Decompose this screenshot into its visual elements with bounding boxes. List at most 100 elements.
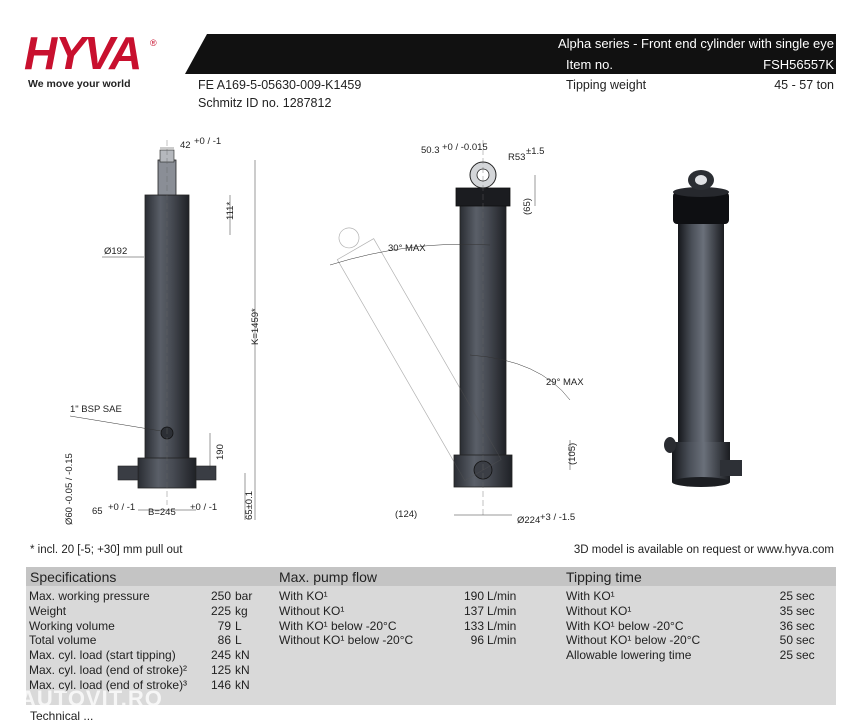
spec-label: Max. cyl. load (end of stroke)³	[29, 677, 188, 692]
dim-diameter: Ø192	[104, 246, 127, 257]
spec-label: Max. cyl. load (start tipping)	[29, 648, 176, 663]
specifications-title: Specifications	[30, 569, 117, 585]
spec-unit: kN	[235, 677, 250, 692]
tipping-unit: sec	[796, 603, 815, 618]
tipping-time-title: Tipping time	[566, 569, 642, 585]
spec-row: Weight 225 kg	[29, 604, 279, 618]
tipping-label: Allowable lowering time	[566, 648, 692, 663]
pump-flow-title: Max. pump flow	[279, 569, 378, 585]
dim-max-30: 30° MAX	[388, 243, 426, 254]
spec-unit: bar	[235, 589, 253, 603]
dim-h124: (124)	[395, 509, 417, 520]
dim-eye-tol: +0 / -0.015	[442, 142, 488, 153]
bottom-text: Technical ...	[30, 709, 94, 723]
spec-panel	[26, 567, 836, 705]
dim-side-65-tol: +0 / -1	[108, 502, 135, 513]
tipping-unit: sec	[796, 618, 815, 633]
dim-rod-tol: +0 / -1	[194, 136, 221, 147]
dim-eye-radius: R53	[508, 152, 525, 163]
side-view: 30° MAX 29° MAX 50.3 +0 / -0.015 R53 ±1.…	[329, 140, 584, 526]
tipping-value: 50	[779, 633, 793, 648]
tipping-value: 25	[779, 648, 793, 663]
footnote: * incl. 20 [-5; +30] mm pull out	[30, 544, 183, 556]
dim-base-height: 65±0.1	[244, 491, 255, 520]
technical-drawing: 42 +0 / -1 Ø192 111* K=1459* 1" BSP SAE …	[64, 136, 742, 526]
spec-value: 86	[217, 633, 231, 648]
spec-label: Max. cyl. load (end of stroke)²	[29, 663, 188, 677]
spec-unit: kN	[235, 663, 250, 677]
pump-unit: L/min	[487, 603, 517, 618]
tipping-value: 25	[779, 589, 793, 603]
spec-unit: kg	[235, 603, 248, 618]
watermark: AUTOVIT.RO	[20, 686, 163, 711]
pump-unit: L/min	[487, 633, 517, 648]
dim-h105: (105)	[567, 443, 578, 465]
tipping-label: Without KO¹	[566, 603, 632, 618]
dim-max-29: 29° MAX	[546, 377, 584, 388]
tipping-weight-label: Tipping weight	[566, 78, 647, 92]
spec-value: 125	[210, 663, 231, 677]
spec-row: Max. cyl. load (end of stroke)³ 146 kN	[29, 678, 279, 692]
spec-label: Weight	[29, 603, 67, 618]
spec-unit: L	[235, 618, 242, 633]
spec-value: 245	[210, 648, 231, 663]
dim-port: 1" BSP SAE	[70, 404, 122, 415]
dim-pin-diameter: Ø60 -0.05 / -0.15	[64, 453, 75, 525]
item-no-value: FSH56557K	[763, 57, 834, 72]
spec-row: Total volume 86 L	[29, 633, 279, 647]
spec-header-bar	[26, 567, 836, 586]
tipping-unit: sec	[796, 589, 815, 603]
spec-value: 225	[210, 603, 231, 618]
spec-label: Working volume	[29, 618, 115, 633]
spec-value: 146	[210, 677, 231, 692]
dim-eye-width: 50.3	[421, 145, 440, 156]
tipping-unit: sec	[796, 633, 815, 648]
item-no-label: Item no.	[566, 57, 613, 72]
dim-side-65: 65	[92, 506, 103, 517]
page-title: Alpha series - Front end cylinder with s…	[557, 36, 834, 51]
dim-k-len: K=1459*	[250, 308, 261, 345]
dim-d224-tol: +3 / -1.5	[540, 512, 575, 523]
spec-label: Max. working pressure	[29, 589, 150, 603]
tipping-unit: sec	[796, 648, 815, 663]
schmitz-id: Schmitz ID no. 1287812	[198, 96, 332, 110]
front-view: 42 +0 / -1 Ø192 111* K=1459* 1" BSP SAE …	[64, 136, 261, 525]
tipping-label: With KO¹	[566, 589, 615, 603]
pump-label: With KO¹ below -20°C	[279, 618, 397, 633]
dim-b-tol: +0 / -1	[190, 502, 217, 513]
dim-top-len: 111*	[225, 202, 236, 220]
spec-unit: kN	[235, 648, 250, 663]
spec-unit: L	[235, 633, 242, 648]
dim-eye-height: (65)	[522, 198, 533, 215]
spec-row: Max. cyl. load (start tipping) 245 kN	[29, 648, 279, 662]
dim-eye-radius-tol: ±1.5	[526, 146, 544, 157]
tipping-label: With KO¹ below -20°C	[566, 618, 684, 633]
pump-label: Without KO¹ below -20°C	[279, 633, 414, 648]
pump-value: 96	[470, 633, 484, 648]
pump-value: 137	[463, 603, 484, 618]
pump-unit: L/min	[487, 589, 517, 603]
fe-code: FE A169-5-05630-009-K1459	[198, 78, 362, 92]
dim-port-height: 190	[215, 444, 226, 460]
pump-value: 133	[463, 618, 484, 633]
spec-value: 250	[210, 589, 231, 603]
tipping-weight-value: 45 - 57 ton	[774, 78, 834, 92]
brand-logo: HYVA	[24, 27, 142, 79]
title-band	[185, 34, 836, 74]
spec-row: Working volume 79 L	[29, 619, 279, 633]
spec-value: 79	[217, 618, 231, 633]
spec-row: Max. working pressure 250 bar	[29, 589, 279, 603]
spec-row: Max. cyl. load (end of stroke)² 125 kN	[29, 663, 279, 677]
spec-label: Total volume	[29, 633, 97, 648]
tipping-value: 35	[779, 603, 793, 618]
pump-unit: L/min	[487, 618, 517, 633]
dim-d224: Ø224	[517, 515, 540, 526]
